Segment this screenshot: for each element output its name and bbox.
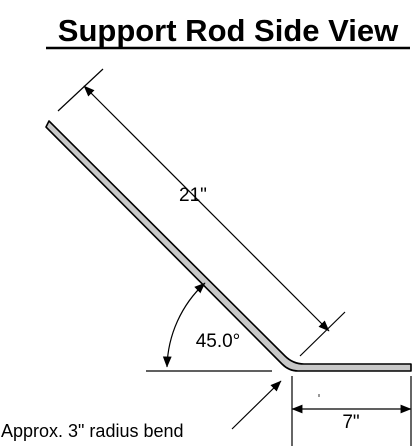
extension-line-bottom (299, 311, 346, 357)
bend-note: Approx. 3" radius bend (1, 421, 184, 441)
center-dot (318, 394, 320, 397)
support-rod (45, 120, 412, 372)
extension-line-top (57, 68, 104, 112)
length-label-7: 7" (342, 412, 359, 433)
dimension-line-21 (83, 85, 330, 332)
page-title: Support Rod Side View (58, 13, 399, 48)
length-label-21: 21" (179, 185, 207, 206)
angle-label: 45.0° (196, 331, 241, 352)
bend-note-leader (231, 380, 282, 430)
angle-arc (162, 282, 206, 368)
